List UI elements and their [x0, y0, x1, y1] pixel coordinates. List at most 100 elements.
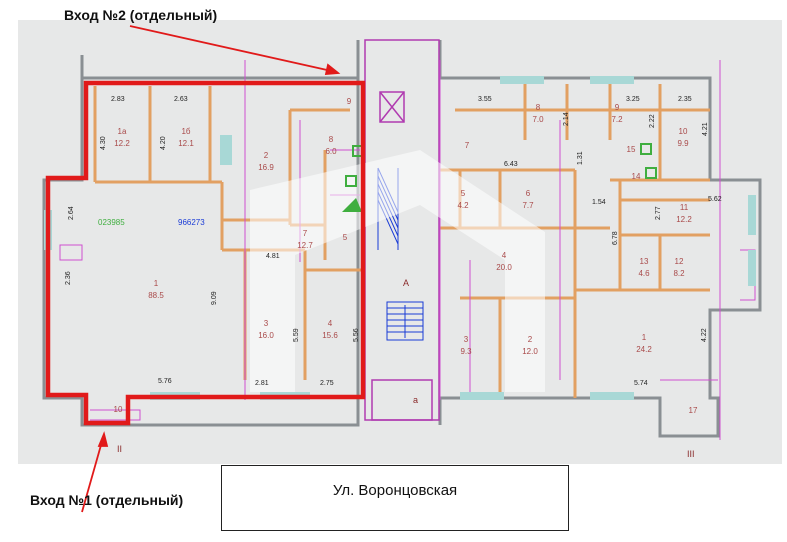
entry-1-annotation: Вход №1 (отдельный): [30, 492, 184, 508]
svg-text:15: 15: [627, 145, 636, 154]
street-label-box: Ул. Воронцовская: [221, 465, 569, 531]
room-right-8: 87.0: [532, 103, 544, 124]
room-right-3: 39.3: [460, 335, 472, 356]
svg-text:7: 7: [465, 141, 470, 150]
room-right-10: 109.9: [677, 127, 689, 148]
svg-text:7.2: 7.2: [611, 115, 623, 124]
room-right-9: 97.2: [611, 103, 623, 124]
dim-right-214: 2.14: [563, 112, 570, 126]
svg-text:4: 4: [502, 251, 507, 260]
room-right-7: 7: [465, 141, 470, 150]
dim-right-562: 5.62: [708, 196, 722, 203]
room-right-1: 124.2: [636, 333, 652, 354]
svg-text:6.0: 6.0: [325, 147, 337, 156]
room-left-10: 10: [114, 405, 123, 414]
svg-text:1а: 1а: [118, 127, 127, 136]
room-right-6: 67.7: [522, 189, 534, 210]
room-left-9: 9: [347, 97, 352, 106]
room-left-4: 415.6: [322, 319, 338, 340]
svg-text:1б: 1б: [181, 127, 190, 136]
svg-text:8: 8: [536, 103, 541, 112]
stair-label-a: A: [403, 278, 409, 288]
room-right-4: 420.0: [496, 251, 512, 272]
floor-plan-background: [18, 20, 782, 464]
arrow-entry-1: [81, 437, 104, 513]
dim-bottom-275: 2.75: [320, 380, 334, 387]
svg-text:4.2: 4.2: [457, 201, 469, 210]
svg-text:8: 8: [329, 135, 334, 144]
stair-a-blue: [386, 301, 424, 341]
svg-text:9.9: 9.9: [677, 139, 689, 148]
room-right-5: 54.2: [457, 189, 469, 210]
dim-right-355: 3.55: [478, 96, 492, 103]
svg-text:16.9: 16.9: [258, 163, 274, 172]
room-left-1: 188.5: [148, 279, 164, 300]
dim-left-v1: 4.30: [100, 136, 107, 150]
svg-text:5: 5: [343, 233, 348, 242]
room-right-17: 17: [689, 406, 698, 415]
svg-text:5: 5: [461, 189, 466, 198]
dim-left-v5: 9.09: [211, 291, 218, 305]
dim-right-222: 2.22: [649, 114, 656, 128]
dim-right-277: 2.77: [655, 206, 662, 220]
svg-text:6: 6: [526, 189, 531, 198]
svg-text:12.1: 12.1: [178, 139, 194, 148]
svg-text:7.7: 7.7: [522, 201, 534, 210]
svg-text:12.2: 12.2: [114, 139, 130, 148]
svg-text:1: 1: [642, 333, 647, 342]
room-left-7: 712.7: [297, 229, 313, 250]
svg-text:20.0: 20.0: [496, 263, 512, 272]
svg-text:17: 17: [689, 406, 698, 415]
dim-left-v3: 2.64: [68, 206, 75, 220]
dim-mid-559: 5.59: [293, 328, 300, 342]
building-outline-right: [438, 40, 762, 438]
dim-bottom-281: 2.81: [255, 380, 269, 387]
room-left-2: 216.9: [258, 151, 274, 172]
room-right-14: 14: [632, 172, 641, 181]
street-name: Ул. Воронцовская: [332, 481, 458, 499]
svg-text:15.6: 15.6: [322, 331, 338, 340]
room-left-1a: 1а 12.2: [114, 127, 130, 148]
dim-right-235: 2.35: [678, 96, 692, 103]
dim-right-131: 1.31: [577, 151, 584, 165]
dim-right-678: 6.78: [612, 231, 619, 245]
stair-label-a-small: а: [413, 395, 418, 405]
cad-number-blue: 966273: [178, 218, 205, 227]
svg-text:4: 4: [328, 319, 333, 328]
svg-text:9.3: 9.3: [460, 347, 472, 356]
svg-text:16.0: 16.0: [258, 331, 274, 340]
svg-text:12.0: 12.0: [522, 347, 538, 356]
dim-left-top-2: 2.63: [174, 96, 188, 103]
svg-text:11: 11: [680, 203, 689, 212]
lift-box: [379, 91, 405, 123]
svg-text:8.2: 8.2: [673, 269, 685, 278]
svg-text:9: 9: [615, 103, 620, 112]
room-right-2: 212.0: [522, 335, 538, 356]
room-right-15: 15: [627, 145, 636, 154]
dim-mid-556: 5.56: [353, 328, 360, 342]
svg-text:24.2: 24.2: [636, 345, 652, 354]
svg-text:7: 7: [303, 229, 308, 238]
svg-text:12.7: 12.7: [297, 241, 313, 250]
dim-right-421: 4.21: [702, 122, 709, 136]
room-left-3: 316.0: [258, 319, 274, 340]
svg-text:1: 1: [154, 279, 159, 288]
svg-text:7.0: 7.0: [532, 115, 544, 124]
dim-mid-481: 4.81: [266, 253, 280, 260]
dim-left-v4: 2.36: [65, 271, 72, 285]
stair-core-top: [364, 39, 440, 421]
room-right-12: 128.2: [673, 257, 685, 278]
svg-text:2: 2: [528, 335, 533, 344]
dim-bottom-576: 5.76: [158, 378, 172, 385]
svg-text:13: 13: [640, 257, 649, 266]
cad-number-green: 023985: [98, 218, 125, 227]
svg-text:88.5: 88.5: [148, 291, 164, 300]
svg-text:4.6: 4.6: [638, 269, 650, 278]
svg-text:14: 14: [632, 172, 641, 181]
svg-text:2: 2: [264, 151, 269, 160]
svg-text:10: 10: [679, 127, 688, 136]
entry-arrows: [81, 25, 341, 513]
arrow-entry-2: [129, 25, 337, 73]
